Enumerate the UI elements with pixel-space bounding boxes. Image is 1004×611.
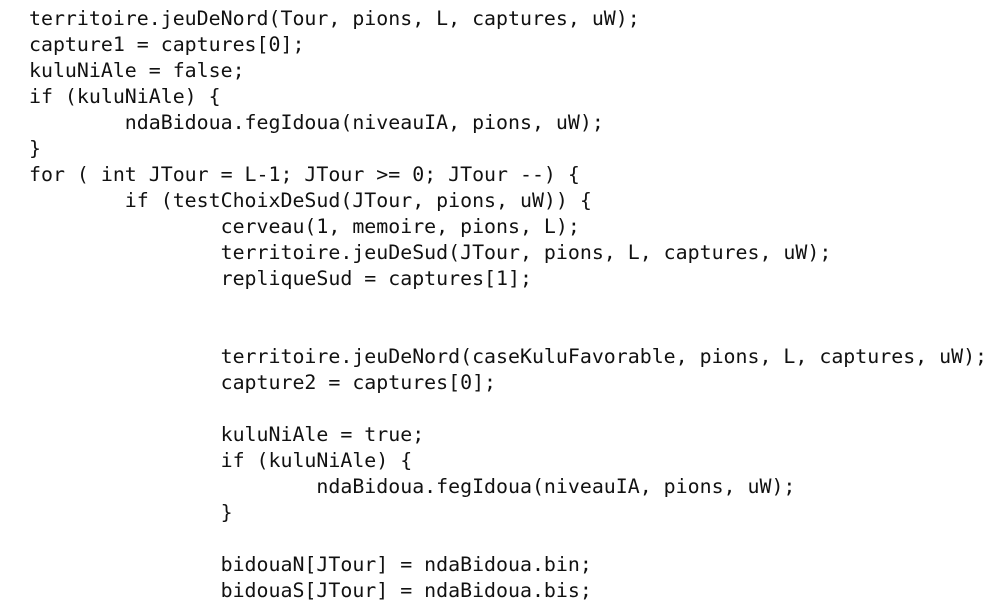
code-line: territoire.jeuDeSud(JTour, pions, L, cap…: [29, 241, 832, 264]
code-block: territoire.jeuDeNord(Tour, pions, L, cap…: [29, 6, 987, 604]
code-line: territoire.jeuDeNord(caseKuluFavorable, …: [29, 345, 988, 368]
code-line: [29, 318, 987, 344]
code-line: territoire.jeuDeNord(Tour, pions, L, cap…: [29, 7, 640, 30]
code-line: [29, 396, 987, 422]
code-line: if (testChoixDeSud(JTour, pions, uW)) {: [29, 189, 592, 212]
code-line: ndaBidoua.fegIdoua(niveauIA, pions, uW);: [29, 475, 796, 498]
code-line: capture2 = captures[0];: [29, 371, 497, 394]
code-line: kuluNiAle = true;: [29, 423, 425, 446]
code-line: for ( int JTour = L-1; JTour >= 0; JTour…: [29, 163, 580, 186]
code-line: ndaBidoua.fegIdoua(niveauIA, pions, uW);: [29, 111, 604, 134]
code-line: if (kuluNiAle) {: [29, 449, 413, 472]
code-line: kuluNiAle = false;: [29, 59, 245, 82]
code-line: [29, 526, 987, 552]
code-line: [29, 292, 987, 318]
code-line: }: [29, 137, 41, 160]
code-line: if (kuluNiAle) {: [29, 85, 221, 108]
code-line: bidouaN[JTour] = ndaBidoua.bin;: [29, 553, 592, 576]
code-line: cerveau(1, memoire, pions, L);: [29, 215, 580, 238]
code-line: capture1 = captures[0];: [29, 33, 305, 56]
code-line: bidouaS[JTour] = ndaBidoua.bis;: [29, 579, 592, 602]
code-line: repliqueSud = captures[1];: [29, 267, 532, 290]
code-line: }: [29, 501, 233, 524]
